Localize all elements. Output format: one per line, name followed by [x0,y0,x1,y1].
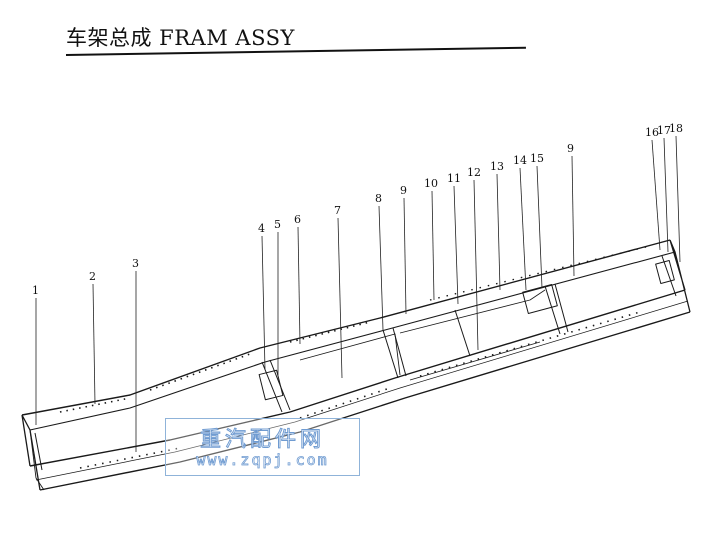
rear-hanger-block [655,260,675,284]
callout-18: 18 [669,122,683,263]
callout-label: 9 [567,142,574,155]
watermark-site-name: 重汽配件网 [200,427,325,452]
callout-layer: 1 2 3 4 5 6 7 8 9 10 11 12 13 14 15 9 16… [32,122,683,452]
callout-11: 11 [447,172,461,305]
rivet-row-upper [59,321,371,413]
callout-label: 4 [258,222,265,235]
callout-8: 8 [375,192,384,331]
callout-label: 6 [294,213,301,226]
callout-label: 13 [490,160,504,173]
callout-label: 17 [657,124,671,137]
callout-15: 15 [530,152,544,289]
front-end-plate [21,414,41,491]
watermark-badge: 重汽配件网 www.zqpj.com [165,418,360,476]
callout-3: 3 [132,257,139,452]
watermark-url: www.zqpj.com [196,451,329,470]
callout-label: 7 [334,204,341,217]
callout-label: 2 [89,270,96,283]
crossmember-3 [382,327,407,379]
callout-label: 1 [32,284,39,297]
callout-label: 14 [513,154,527,167]
rear-end-plate [669,239,691,313]
crossmember-front [34,432,43,471]
callout-16: 16 [645,126,661,251]
callout-label: 12 [467,166,481,179]
crossmember-4 [454,309,471,357]
lower-rail-bottom-edge [39,311,691,491]
callout-label: 10 [424,177,438,190]
lower-rail-flange [35,300,689,481]
spring-bracket-block [522,283,558,315]
crossmember-5 [544,283,569,335]
front-bumper [29,429,45,491]
callout-label: 5 [274,218,281,231]
callout-14: 14 [513,154,527,291]
page-title: 车架总成 FRAM ASSY [66,26,295,50]
callout-9-a: 9 [400,184,407,315]
callout-10: 10 [424,177,438,301]
callout-4: 4 [258,222,266,371]
callout-9-b: 9 [567,142,575,277]
callout-label: 16 [645,126,659,139]
callout-2: 2 [89,270,96,405]
upper-rail-top-edge [21,239,671,416]
callout-1: 1 [32,284,39,425]
callout-13: 13 [490,160,504,291]
engine-mount-block [258,369,284,401]
inner-reinforcement [399,289,546,334]
callout-label: 18 [669,122,683,135]
callout-17: 17 [657,124,671,253]
callout-label: 11 [447,172,461,185]
crossmember-2 [261,359,291,413]
callout-label: 3 [132,257,139,270]
callout-label: 9 [400,184,407,197]
rivet-row-lower [79,311,641,469]
callout-label: 8 [375,192,382,205]
callout-6: 6 [294,213,301,345]
callout-5: 5 [274,218,281,375]
callout-7: 7 [334,204,343,379]
callout-12: 12 [467,166,481,351]
diagonal-brace [299,333,401,376]
callout-label: 15 [530,152,544,165]
inner-reinforcement-lower [409,341,541,381]
lower-rail-top-edge [29,289,686,467]
crossmember-rear [661,255,677,297]
